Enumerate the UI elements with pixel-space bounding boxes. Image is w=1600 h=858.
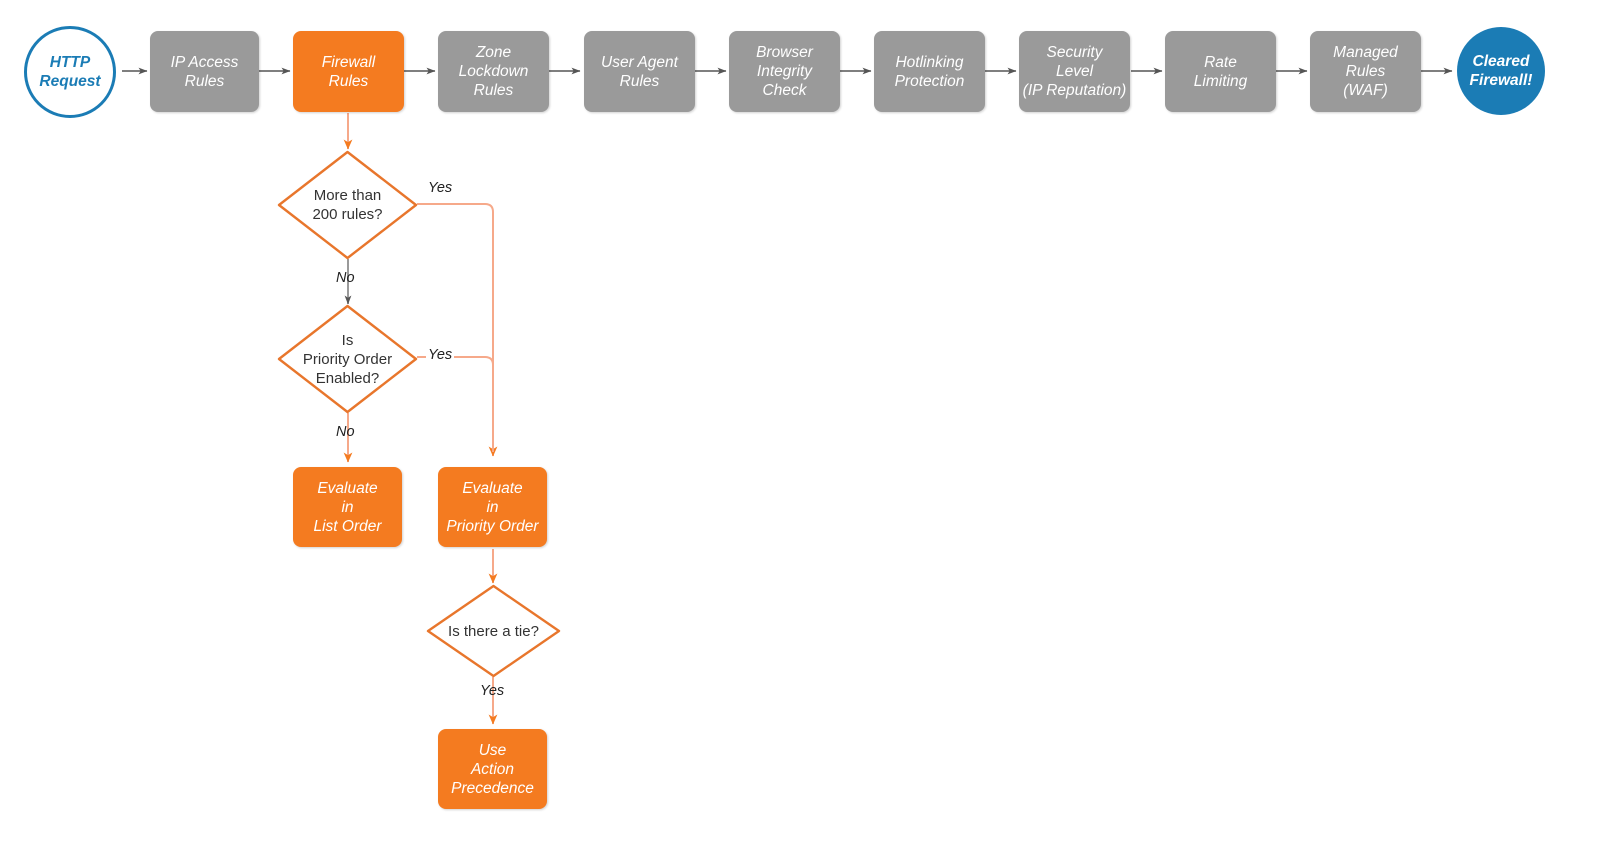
connector-decision200-yes: [417, 203, 498, 457]
decision-more-than-200-rules-shape: [277, 150, 418, 260]
decision-is-there-a-tie[interactable]: Is there a tie?: [425, 583, 562, 679]
node-rate-limiting[interactable]: Rate Limiting: [1165, 31, 1276, 112]
node-use-action-precedence[interactable]: Use Action Precedence: [438, 729, 547, 809]
edge-label-no-200: No: [336, 270, 355, 286]
node-browser-integrity-check-label: Browser Integrity Check: [756, 44, 813, 99]
decision-is-there-a-tie-shape: [426, 584, 561, 678]
node-evaluate-in-priority-order-label: Evaluate in Priority Order: [446, 479, 539, 535]
node-managed-rules-waf-label: Managed Rules (WAF): [1333, 44, 1398, 99]
decision-more-than-200-rules[interactable]: More than 200 rules?: [276, 149, 419, 261]
node-use-action-precedence-label: Use Action Precedence: [451, 741, 534, 797]
node-user-agent-rules-label: User Agent Rules: [601, 53, 678, 90]
node-zone-lockdown-rules[interactable]: Zone Lockdown Rules: [438, 31, 549, 112]
node-security-level-label: Security Level (IP Reputation): [1022, 44, 1127, 99]
decision-is-priority-order-enabled[interactable]: Is Priority Order Enabled?: [276, 303, 419, 415]
node-zone-lockdown-rules-label: Zone Lockdown Rules: [458, 44, 529, 99]
node-evaluate-in-list-order-label: Evaluate in List Order: [313, 479, 382, 535]
decision-is-priority-order-enabled-label: Is Priority Order Enabled?: [302, 331, 393, 387]
node-rate-limiting-label: Rate Limiting: [1193, 53, 1248, 90]
node-browser-integrity-check[interactable]: Browser Integrity Check: [729, 31, 840, 112]
node-http-request-label: HTTP Request: [39, 54, 101, 90]
connector-priority-yes: [417, 356, 494, 452]
node-firewall-rules-label: Firewall Rules: [321, 53, 376, 90]
decision-is-priority-order-enabled-shape: [277, 304, 418, 414]
decision-is-there-a-tie-label: Is there a tie?: [448, 622, 539, 640]
node-cleared-firewall-label: Cleared Firewall!: [1469, 53, 1533, 89]
node-security-level[interactable]: Security Level (IP Reputation): [1019, 31, 1130, 112]
edge-label-yes-200: Yes: [428, 180, 453, 196]
node-user-agent-rules[interactable]: User Agent Rules: [584, 31, 695, 112]
node-firewall-rules[interactable]: Firewall Rules: [293, 31, 404, 112]
node-http-request[interactable]: HTTP Request: [24, 26, 116, 118]
node-evaluate-in-list-order[interactable]: Evaluate in List Order: [293, 467, 402, 547]
node-cleared-firewall[interactable]: Cleared Firewall!: [1457, 27, 1545, 115]
decision-more-than-200-rules-label: More than 200 rules?: [312, 187, 383, 223]
node-hotlinking-protection-label: Hotlinking Protection: [894, 53, 965, 90]
node-hotlinking-protection[interactable]: Hotlinking Protection: [874, 31, 985, 112]
node-ip-access-rules-label: IP Access Rules: [170, 53, 239, 90]
node-ip-access-rules[interactable]: IP Access Rules: [150, 31, 259, 112]
edge-label-no-priority: No: [336, 424, 355, 440]
edge-label-yes-priority: Yes: [426, 347, 455, 363]
edge-label-yes-tie: Yes: [480, 683, 505, 699]
node-evaluate-in-priority-order[interactable]: Evaluate in Priority Order: [438, 467, 547, 547]
node-managed-rules-waf[interactable]: Managed Rules (WAF): [1310, 31, 1421, 112]
